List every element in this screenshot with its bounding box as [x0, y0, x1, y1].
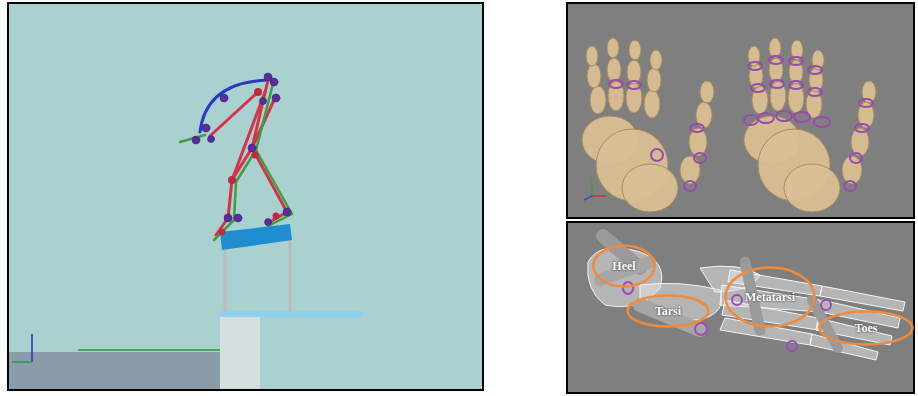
joint-rings [744, 56, 873, 191]
axis-mark [584, 196, 592, 200]
pool-water [9, 352, 220, 389]
panel-background [567, 3, 914, 218]
axis-mark [12, 361, 32, 363]
springboard [220, 224, 292, 250]
panel-background [8, 3, 483, 390]
ellipse-outline [820, 312, 913, 345]
diver-panel [8, 3, 483, 390]
ellipse-outline [726, 268, 815, 327]
hands-panel [567, 3, 914, 218]
hand-model [582, 38, 714, 212]
board-support [289, 240, 292, 312]
region-label: Metatarsi [745, 290, 795, 305]
region-label: Toes [855, 321, 878, 336]
region-label: Tarsi [655, 304, 681, 319]
axis-mark [592, 195, 606, 197]
ground-line [78, 349, 220, 351]
board-support [224, 247, 227, 312]
region-ellipse: Toes [818, 310, 914, 346]
joint-cylinder [600, 236, 838, 348]
region-ellipse: Tarsi [626, 294, 710, 328]
diver-skeleton [180, 73, 292, 240]
ellipse-outline [628, 296, 709, 327]
region-label: Heel [612, 259, 635, 274]
region-ellipse: Metatarsi [724, 266, 816, 328]
panel-background [567, 222, 914, 393]
axis-mark [31, 334, 33, 362]
joint-rings [609, 80, 706, 191]
ellipse-outline [594, 246, 655, 287]
region-ellipse: Heel [592, 244, 656, 288]
foot-panel [567, 222, 914, 393]
hand-model [744, 38, 876, 212]
platform-pillar [220, 317, 260, 389]
axis-mark [591, 180, 593, 196]
